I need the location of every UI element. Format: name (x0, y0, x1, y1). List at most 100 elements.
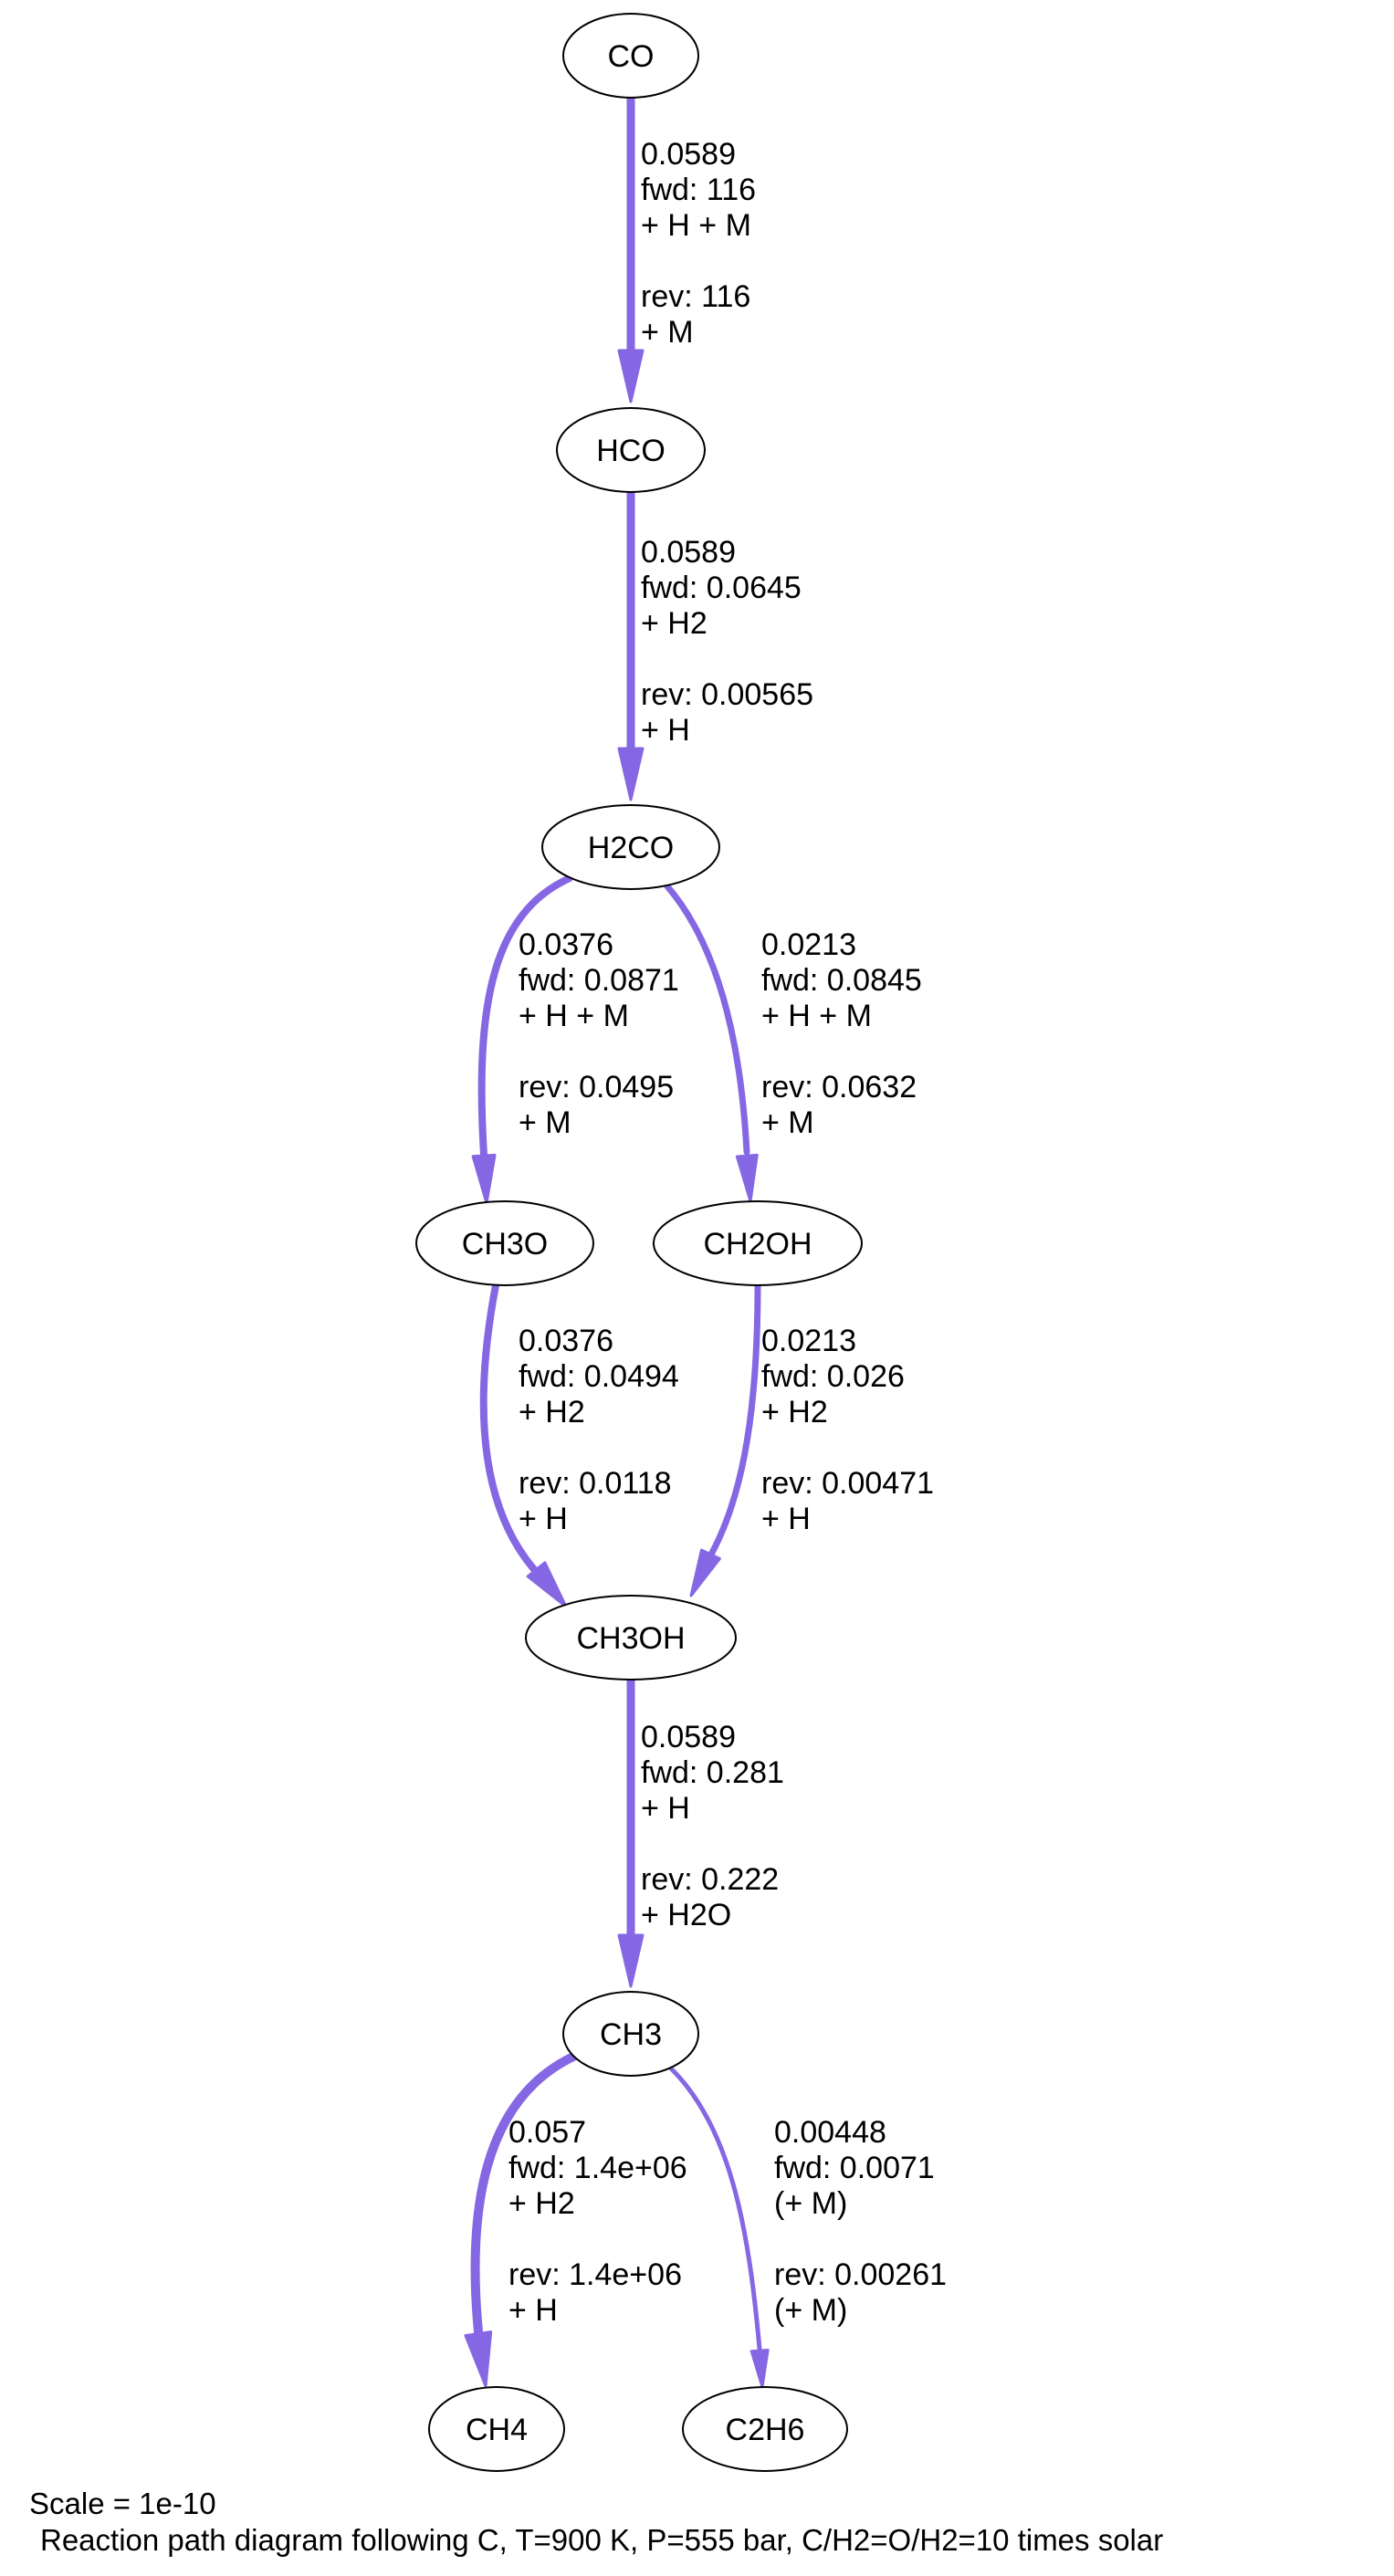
edge-label-line: rev: 0.222 (641, 1862, 779, 1897)
edge-label-line: 0.0589 (641, 137, 736, 172)
node-ch3oh: CH3OH (525, 1595, 737, 1681)
node-label-ch3oh: CH3OH (576, 1621, 685, 1656)
edge-label-line: + H (641, 1791, 690, 1826)
edge-label-line: fwd: 0.0871 (519, 963, 679, 998)
edge-label-line: + H2 (519, 1395, 585, 1429)
edge-line-ch2oh-to-ch3oh (704, 1282, 761, 1565)
edge-label-line: rev: 0.0118 (519, 1466, 672, 1501)
edge-label-line: 0.0589 (641, 1720, 736, 1754)
edges-layer (464, 93, 770, 2389)
edge-label-line: + H2 (641, 606, 707, 641)
edge-label-line: fwd: 0.281 (641, 1755, 784, 1790)
edge-co-to-hco (617, 93, 645, 403)
edge-label-line: rev: 0.00471 (761, 1466, 934, 1501)
edge-label-line: + H + M (519, 999, 629, 1033)
edge-label-line: rev: 0.00565 (641, 677, 813, 712)
node-ellipse-ch4 (428, 2386, 565, 2472)
edge-h2co-to-ch3o (471, 874, 573, 1205)
node-ch3: CH3 (562, 1991, 699, 2077)
edge-label-line: + H (641, 713, 690, 748)
edge-label-line: 0.0589 (641, 535, 736, 570)
edge-label-line: + H2 (761, 1395, 828, 1429)
edge-label-line: + M (641, 315, 694, 350)
edge-ch3-to-ch4 (464, 2052, 578, 2388)
edge-label-line: fwd: 116 (641, 173, 756, 207)
node-c2h6: C2H6 (682, 2386, 848, 2472)
node-ellipse-co (562, 13, 699, 99)
edge-ch2oh-to-ch3oh (689, 1282, 761, 1597)
node-label-hco: HCO (596, 434, 666, 468)
edge-label-line: + H (508, 2293, 558, 2328)
edge-label-line: 0.0376 (519, 927, 613, 962)
edge-label-line: + H + M (761, 999, 872, 1033)
node-label-c2h6: C2H6 (726, 2413, 805, 2447)
arrowhead-ch3-to-ch4 (464, 2330, 493, 2388)
edge-label-line: 0.0213 (761, 927, 856, 962)
edge-line-ch3-to-ch4 (470, 2052, 578, 2346)
edge-ch3o-to-ch3oh (479, 1282, 568, 1608)
node-label-ch3o: CH3O (462, 1227, 548, 1262)
edge-label-line: + H (761, 1502, 811, 1536)
edge-label-line: 0.0376 (519, 1324, 613, 1358)
node-ellipse-ch2oh (653, 1200, 863, 1286)
edge-label-line: rev: 0.0632 (761, 1070, 917, 1105)
arrowhead-ch3-to-c2h6 (749, 2348, 770, 2389)
edge-label-line: fwd: 0.026 (761, 1359, 905, 1394)
arrowhead-ch3o-to-ch3oh (526, 1561, 568, 1608)
edge-hco-to-h2co (617, 488, 645, 801)
edge-label-line: + M (761, 1105, 814, 1140)
arrowhead-h2co-to-ch2oh (735, 1153, 759, 1203)
edge-line-ch3-to-c2h6 (668, 2066, 762, 2351)
node-ch2oh: CH2OH (653, 1200, 863, 1286)
edge-label-line: 0.00448 (774, 2115, 886, 2150)
edge-label-line: + M (519, 1105, 571, 1140)
edge-label-line: rev: 116 (641, 279, 750, 314)
edge-label-line: + H + M (641, 208, 751, 243)
arrowhead-ch2oh-to-ch3oh (689, 1548, 721, 1597)
node-ellipse-c2h6 (682, 2386, 848, 2472)
node-h2co: H2CO (541, 804, 720, 890)
edge-label-line: fwd: 0.0071 (774, 2151, 935, 2185)
arrowhead-ch3oh-to-ch3 (617, 1933, 645, 1988)
node-co: CO (562, 13, 699, 99)
edge-ch3oh-to-ch3 (617, 1675, 645, 1988)
node-ellipse-ch3 (562, 1991, 699, 2077)
node-ellipse-hco (556, 407, 706, 493)
arrowhead-co-to-hco (617, 349, 645, 403)
edge-label-line: 0.057 (508, 2115, 586, 2150)
arrowhead-h2co-to-ch3o (471, 1153, 497, 1205)
edge-label-line: rev: 1.4e+06 (508, 2257, 682, 2292)
node-ellipse-ch3o (415, 1200, 594, 1286)
edge-ch3-to-c2h6 (668, 2066, 770, 2389)
edge-h2co-to-ch2oh (664, 883, 759, 1203)
edge-label-line: + H (519, 1502, 568, 1536)
arrowhead-hco-to-h2co (617, 747, 645, 801)
node-label-ch2oh: CH2OH (703, 1227, 812, 1262)
edge-label-line: fwd: 0.0645 (641, 571, 802, 605)
node-ellipse-ch3oh (525, 1595, 737, 1681)
node-ellipse-h2co (541, 804, 720, 890)
edge-label-line: + H2 (508, 2186, 575, 2221)
diagram-title: Reaction path diagram following C, T=900… (40, 2523, 1163, 2557)
edge-line-h2co-to-ch3o (477, 874, 573, 1158)
node-label-h2co: H2CO (588, 831, 674, 865)
node-ch3o: CH3O (415, 1200, 594, 1286)
edge-line-ch3o-to-ch3oh (479, 1282, 551, 1587)
edge-label-line: rev: 0.00261 (774, 2257, 947, 2292)
edge-label-line: 0.0213 (761, 1324, 856, 1358)
edge-label-line: rev: 0.0495 (519, 1070, 674, 1105)
node-hco: HCO (556, 407, 706, 493)
edge-label-line: fwd: 0.0494 (519, 1359, 679, 1394)
edge-label-line: (+ M) (774, 2186, 847, 2221)
node-label-ch3: CH3 (600, 2017, 662, 2052)
